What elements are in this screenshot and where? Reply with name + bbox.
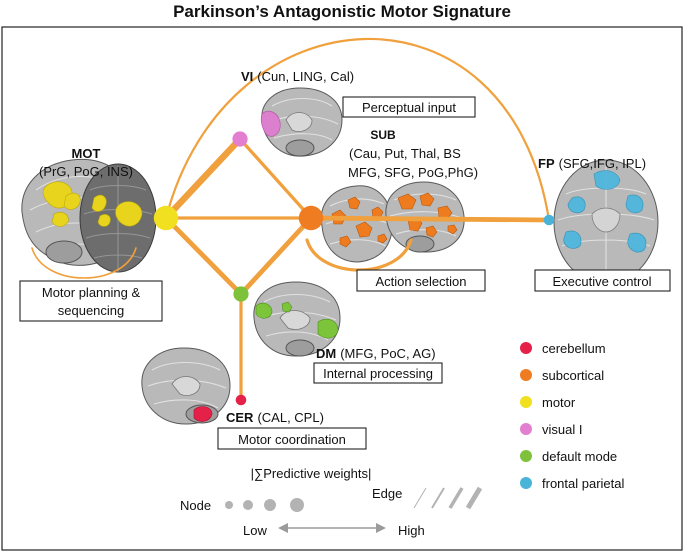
edge-mot-mot	[31, 247, 137, 279]
low-high-arrow	[278, 523, 386, 533]
mot-abbr: MOT	[72, 146, 101, 161]
mot-role-box	[19, 280, 163, 322]
sub-regions-line2: MFG, SFG, PoG,PhG)	[348, 165, 478, 180]
legend-swatch	[520, 423, 532, 435]
fp-brain-image	[553, 159, 659, 285]
legend-swatch	[520, 396, 532, 408]
node-mot	[153, 205, 179, 231]
edge-scale-step	[431, 487, 445, 509]
edge-mot-dm	[163, 215, 244, 297]
legend-label: visual I	[542, 422, 582, 437]
vi-abbr: VI	[241, 69, 253, 84]
sub-role: Action selection	[375, 274, 466, 289]
nodes-layer	[153, 131, 555, 406]
edge-scale-step	[413, 487, 427, 509]
low-label: Low	[243, 523, 267, 538]
cer-brain-image	[141, 347, 231, 425]
fp-label: FP (SFG,IFG, IPL)	[538, 156, 646, 171]
vi-label: VI (Cun, LING, Cal)	[241, 69, 354, 84]
legend-swatch	[520, 450, 532, 462]
vi-regions: (Cun, LING, Cal)	[257, 69, 354, 84]
legend-label: frontal parietal	[542, 476, 624, 491]
legend-label: subcortical	[542, 368, 604, 383]
vi-role-box	[342, 96, 476, 118]
weight-scale-legend: |∑Predictive weights| Node Edge Low High	[180, 466, 483, 538]
cer-role: Motor coordination	[238, 432, 346, 447]
legend-label: cerebellum	[542, 341, 606, 356]
node-cer	[235, 394, 247, 406]
node-scale-step	[290, 498, 304, 512]
sub-role-box	[356, 269, 486, 292]
diagram-frame	[1, 26, 683, 551]
node-dm	[233, 286, 249, 302]
dm-abbr: DM	[316, 346, 336, 361]
vi-brain-image	[260, 87, 343, 157]
dm-brain-image	[253, 281, 341, 357]
edge-scale-label: Edge	[372, 486, 402, 501]
legend-swatch	[520, 369, 532, 381]
dm-role-box	[313, 362, 443, 384]
node-sub	[298, 205, 324, 231]
node-vi	[232, 131, 248, 147]
mot-role-line1: Motor planning &	[42, 285, 141, 300]
node-scale-step	[243, 500, 253, 510]
node-fp	[543, 214, 555, 226]
fp-role: Executive control	[553, 274, 652, 289]
color-legend: cerebellum subcortical motor visual I defaul…	[520, 341, 624, 491]
dm-role: Internal processing	[323, 366, 433, 381]
diagram-title: Parkinson’s Antagonistic Motor Signature	[173, 2, 511, 21]
mot-regions: (PrG, PoG, INS)	[39, 164, 133, 179]
sub-brain-image	[320, 181, 465, 263]
sub-regions-line1: (Cau, Put, Thal, BS	[349, 146, 461, 161]
cer-role-box	[217, 427, 367, 450]
node-size-scale	[225, 498, 304, 512]
legend-swatch	[520, 477, 532, 489]
node-scale-step	[225, 501, 233, 509]
edge-scale-step	[465, 486, 483, 510]
edge-sub-dm	[238, 215, 314, 297]
high-label: High	[398, 523, 425, 538]
fp-regions: (SFG,IFG, IPL)	[559, 156, 646, 171]
cer-abbr: CER	[226, 410, 254, 425]
edge-scale-step	[448, 487, 464, 509]
node-scale-step	[264, 499, 276, 511]
mot-brain-image	[21, 158, 157, 273]
dm-regions: (MFG, PoC, AG)	[340, 346, 435, 361]
fp-role-box	[534, 269, 671, 292]
legend-label: motor	[542, 395, 576, 410]
node-scale-label: Node	[180, 498, 211, 513]
edge-width-scale	[413, 486, 483, 510]
mot-role-line2: sequencing	[58, 303, 125, 318]
legend-swatch	[520, 342, 532, 354]
sub-abbr: SUB	[370, 128, 396, 142]
edge-mot-fp	[164, 37, 551, 222]
cer-label: CER(CAL, CPL)	[226, 410, 324, 425]
legend-label: default mode	[542, 449, 617, 464]
vi-role: Perceptual input	[362, 100, 456, 115]
edge-sub-fp	[308, 215, 552, 223]
cer-regions: (CAL, CPL)	[257, 410, 323, 425]
weights-title: |∑Predictive weights|	[251, 466, 372, 481]
edge-vi-sub	[238, 137, 313, 220]
fp-abbr: FP	[538, 156, 555, 171]
dm-label: DM (MFG, PoC, AG)	[316, 346, 436, 361]
edge-mot-vi	[162, 135, 244, 222]
